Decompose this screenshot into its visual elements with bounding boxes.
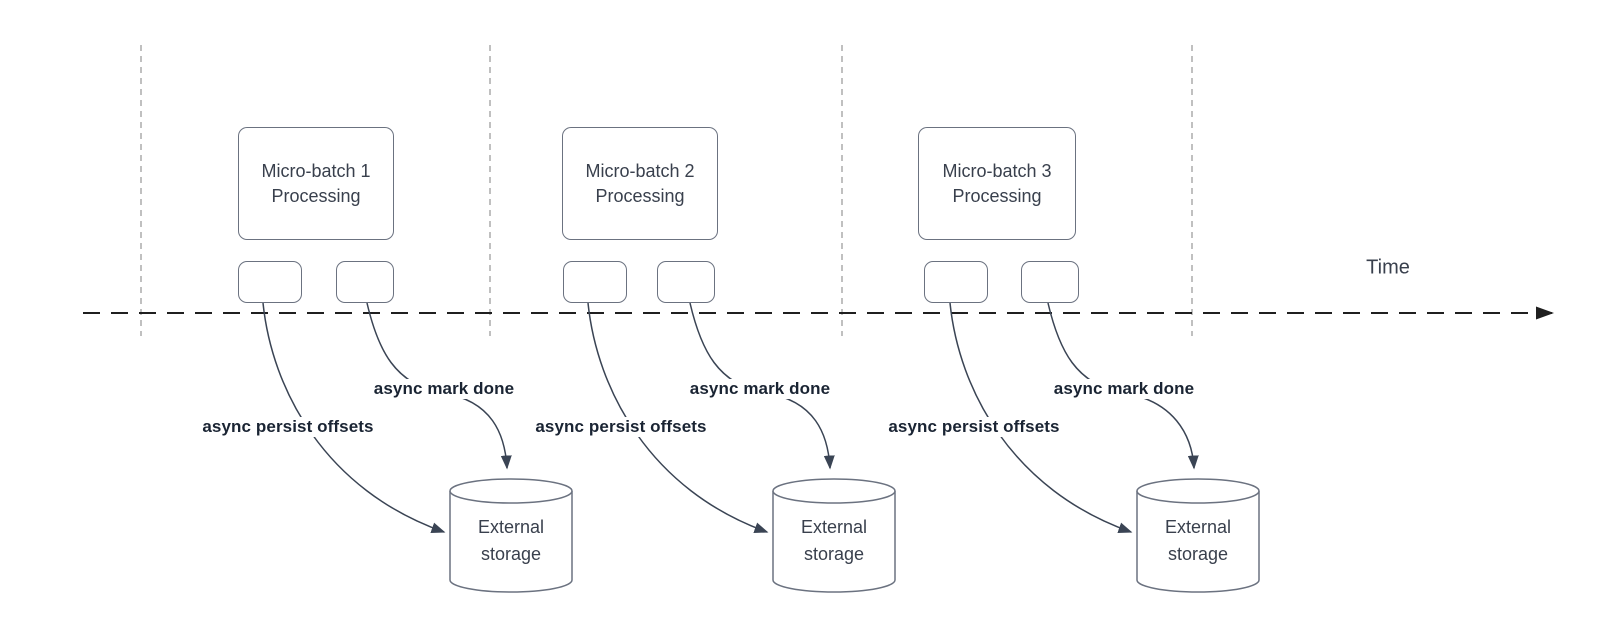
time-axis-label: Time <box>1366 256 1410 279</box>
microbatch-2-done-task-box <box>657 261 715 303</box>
external-storage-label-2: External storage <box>800 517 868 564</box>
external-storage-label-3: External storage <box>1164 517 1232 564</box>
microbatch-1-processing-box: Micro-batch 1 Processing <box>238 127 394 240</box>
async-mark-done-label-2: async mark done <box>686 379 834 399</box>
microbatch-3-offset-task-box <box>924 261 988 303</box>
microbatch-3-done-task-box <box>1021 261 1079 303</box>
async-persist-offsets-label-2: async persist offsets <box>532 417 710 437</box>
microbatch-3-processing-box: Micro-batch 3 Processing <box>918 127 1076 240</box>
external-storage-label-1: External storage <box>477 517 545 564</box>
microbatch-3-processing-label: Micro-batch 3 Processing <box>942 161 1052 206</box>
async-persist-offsets-label-3: async persist offsets <box>885 417 1063 437</box>
async-mark-done-label-3: async mark done <box>1050 379 1198 399</box>
async-persist-offsets-label-1: async persist offsets <box>199 417 377 437</box>
microbatch-1-processing-label: Micro-batch 1 Processing <box>261 161 371 206</box>
microbatch-1-done-task-box <box>336 261 394 303</box>
external-storage-cylinder-2 <box>772 478 896 593</box>
async-mark-done-label-1: async mark done <box>370 379 518 399</box>
external-storage-cylinder-3 <box>1136 478 1260 593</box>
microbatch-1-offset-task-box <box>238 261 302 303</box>
microbatch-2-processing-label: Micro-batch 2 Processing <box>585 161 695 206</box>
microbatch-2-offset-task-box <box>563 261 627 303</box>
external-storage-cylinder-1 <box>449 478 573 593</box>
microbatch-2-processing-box: Micro-batch 2 Processing <box>562 127 718 240</box>
